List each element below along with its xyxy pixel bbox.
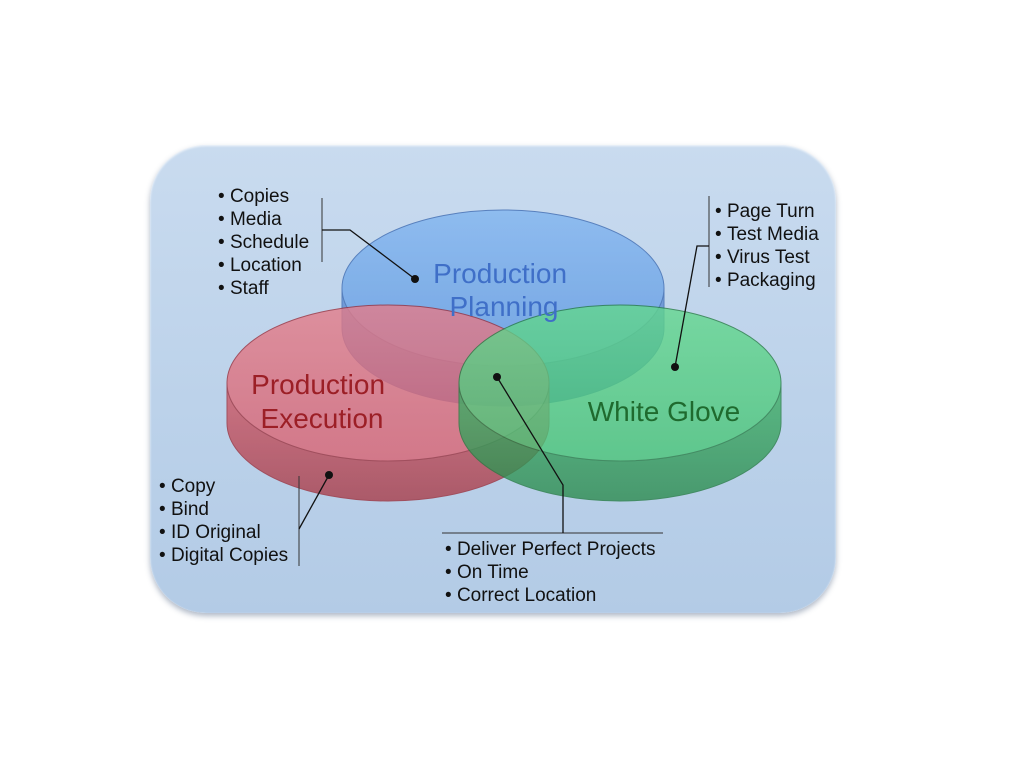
list-item: Copies [218,185,309,208]
execution-list: Copy Bind ID Original Digital Copies [159,475,288,567]
list-item: Correct Location [445,584,655,607]
planning-dot [411,275,419,283]
planning-connector [322,229,416,280]
execution-dot [325,471,333,479]
list-item: On Time [445,561,655,584]
list-item: Test Media [715,223,819,246]
execution-title-line2: Execution [261,403,384,434]
connector-dots [325,275,679,479]
list-item: Staff [218,277,309,300]
overlap-list: Deliver Perfect Projects On Time Correct… [445,538,656,607]
list-item: Bind [159,498,288,521]
planning-list: Copies Media Schedule Location Staff [218,185,309,300]
list-item: Media [218,208,309,231]
list-item: Page Turn [715,200,819,223]
list-item: Deliver Perfect Projects [445,538,656,561]
overlap-dot [493,373,501,381]
list-item: Virus Test [715,246,819,269]
white-glove-disc [458,304,782,502]
list-item: Schedule [218,231,309,254]
planning-title-line1: Production [433,258,567,289]
connectors [298,229,709,533]
list-item: Copy [159,475,288,498]
list-item: ID Original [159,521,288,544]
execution-title: Production Execution [251,369,393,434]
white-glove-title: White Glove [588,396,741,427]
list-item: Packaging [715,269,819,292]
white-glove-list: Page Turn Test Media Virus Test Packagin… [715,200,819,292]
list-item: Digital Copies [159,544,288,567]
planning-title-line2: Planning [450,291,559,322]
white-glove-dot [671,363,679,371]
planning-title: Production Planning [433,258,575,322]
overlap-connector [496,376,564,533]
list-item: Location [218,254,309,277]
execution-title-line1: Production [251,369,385,400]
execution-connector [298,474,330,530]
white-glove-connector [674,245,709,368]
